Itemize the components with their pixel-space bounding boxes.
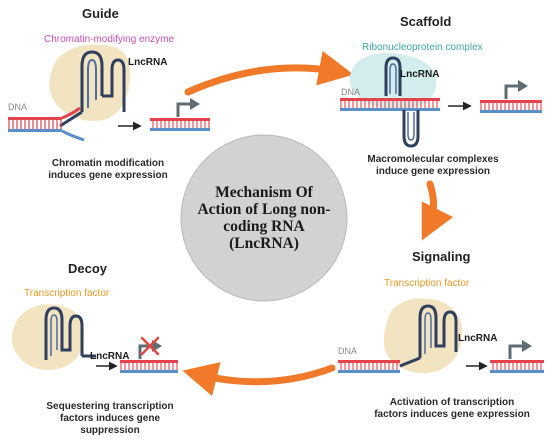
- dna-strand-top: [8, 117, 62, 120]
- lncrna-loops: [44, 306, 84, 360]
- decoy-caption-line-2: factors induces gene: [59, 413, 161, 424]
- center-title-line-4: (LncRNA): [229, 235, 299, 252]
- signaling-subtitle: Transcription factor: [384, 278, 470, 289]
- signaling-title: Signaling: [412, 249, 471, 264]
- promoter-arrow: [176, 102, 192, 117]
- guide-title: Guide: [82, 6, 119, 21]
- scaffold-dna-label: DNA: [341, 87, 361, 97]
- scaffold-dna-bottom: [340, 108, 440, 111]
- guide-subtitle: Chromatin-modifying enzyme: [44, 34, 175, 45]
- lncrna-tail: [399, 356, 421, 368]
- center-title: Mechanism Of Action of Long non- coding …: [181, 184, 347, 252]
- lncrna-stem: [424, 312, 432, 354]
- product-dna-top: [480, 100, 542, 103]
- lncrna-bottom-stem: [407, 112, 415, 141]
- dna-strand-bottom: [8, 129, 62, 132]
- complex-blob: [349, 52, 437, 109]
- scaffold-caption-line-1: Macromolecular complexes: [367, 154, 499, 165]
- signaling-lncrna-label: LncRNA: [458, 333, 498, 344]
- guide-caption-line-1: Chromatin modification: [51, 158, 165, 169]
- promoter-arrow-head: [190, 98, 200, 110]
- cycle-arrow-guide-to-scaffold: [184, 50, 354, 96]
- lncrna-bottom-loop: [402, 110, 420, 148]
- lncrna-loop-2: [102, 58, 126, 112]
- guide-dna-label: DNA: [8, 102, 28, 112]
- signaling-caption-line-2: factors induces gene expression: [374, 409, 530, 420]
- guide-caption-line-2: induces gene expression: [48, 170, 168, 181]
- decoy-caption: Sequestering transcription factors induc…: [30, 401, 190, 437]
- tf-blob: [11, 304, 84, 370]
- product-dna-pairs: [150, 121, 210, 128]
- signaling-caption: Activation of transcription factors indu…: [354, 397, 550, 421]
- product-dna-bottom: [490, 370, 544, 373]
- dna-fork-top: [61, 106, 81, 120]
- lncrna-stem: [87, 58, 97, 108]
- signaling-panel: [338, 298, 544, 374]
- product-dna-pairs: [480, 103, 542, 110]
- decoy-lncrna-label: LncRNA: [90, 351, 130, 362]
- signaling-dna-pairs: [338, 363, 400, 370]
- scaffold-dna-top: [340, 98, 440, 101]
- signaling-dna-label: DNA: [338, 346, 358, 356]
- guide-panel: [8, 44, 210, 142]
- product-dna-top: [120, 360, 178, 363]
- center-circle: [180, 134, 348, 302]
- decoy-panel: [11, 304, 178, 373]
- block-x-icon: [140, 336, 160, 356]
- scaffold-dna-pairs: [340, 101, 440, 108]
- scaffold-title: Scaffold: [400, 14, 452, 29]
- product-dna-pairs: [490, 363, 544, 370]
- lncrna-tail: [59, 110, 83, 128]
- dna-base-pairs: [8, 120, 62, 129]
- scaffold-panel: [340, 52, 542, 148]
- promoter-arrow: [508, 344, 524, 359]
- decoy-title: Decoy: [68, 261, 108, 276]
- signaling-dna-top: [338, 360, 400, 363]
- cycle-arrow-scaffold-to-signaling: [421, 180, 454, 241]
- promoter-arrow-head: [522, 340, 532, 352]
- lncrna-loop: [80, 50, 104, 112]
- guide-caption: Chromatin modification induces gene expr…: [38, 158, 178, 182]
- product-dna-pairs: [120, 363, 178, 370]
- decoy-subtitle: Transcription factor: [24, 288, 110, 299]
- lncrna-stem: [50, 314, 58, 356]
- product-dna-bottom: [150, 128, 210, 131]
- lncrna-top-loop: [384, 56, 402, 96]
- tf-blob: [383, 298, 462, 374]
- cycle-arrow-signaling-to-decoy: [182, 362, 336, 397]
- promoter-arrow-head: [518, 80, 528, 92]
- lncrna-top-stem: [389, 63, 397, 94]
- guide-lncrna-label: LncRNA: [128, 57, 168, 68]
- center-title-line-1: Mechanism Of: [215, 184, 313, 201]
- product-dna-bottom: [480, 110, 542, 113]
- signaling-caption-line-1: Activation of transcription: [389, 397, 515, 408]
- enzyme-blob: [49, 44, 131, 121]
- center-title-line-2: Action of Long non-: [197, 201, 331, 218]
- decoy-caption-line-3: suppression: [80, 425, 140, 436]
- decoy-caption-line-1: Sequestering transcription: [46, 401, 174, 412]
- scaffold-subtitle: Ribonucleoprotein complex: [362, 42, 483, 53]
- product-dna-top: [490, 360, 544, 363]
- lncrna-loops: [418, 304, 458, 358]
- product-dna-bottom: [120, 370, 178, 373]
- scaffold-caption: Macromolecular complexes induce gene exp…: [358, 154, 508, 178]
- dna-fork-bottom: [61, 129, 85, 142]
- promoter-arrow: [504, 84, 520, 99]
- center-title-line-3: coding RNA: [223, 218, 305, 235]
- product-dna-top: [150, 118, 210, 121]
- scaffold-lncrna-label: LncRNA: [400, 69, 440, 80]
- scaffold-caption-line-2: induce gene expression: [376, 166, 490, 177]
- signaling-dna-bottom: [338, 370, 400, 373]
